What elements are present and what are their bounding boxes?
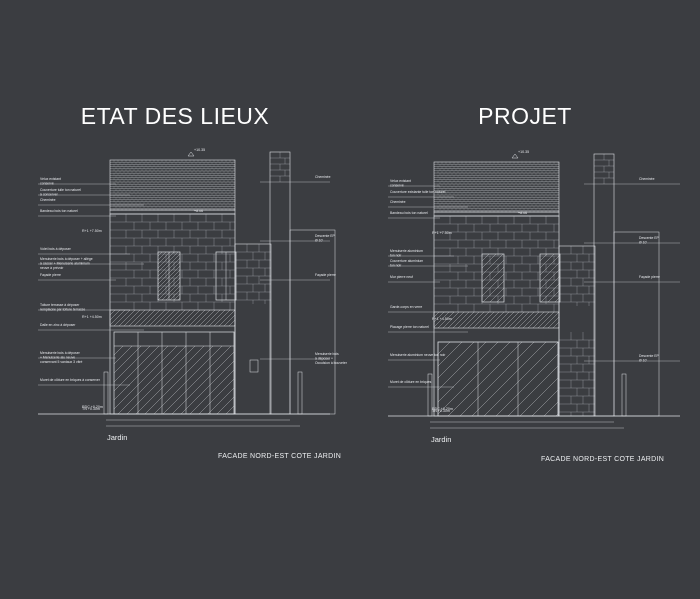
level-label: R+1 +7.50m [432,231,452,235]
annotation-text: Couverture existante tuile ton naturel [390,190,446,194]
annotation-text: Menuiserie bois à déposer [40,351,81,355]
annotation-text: Descente EP [639,236,660,240]
annotation-text: Toiture terrasse à déposer [40,303,80,307]
level-marker-icon [511,153,519,159]
annotation-text: Muret de clôture en briques [390,380,432,384]
existing-caption: FACADE NORD-EST COTE JARDIN [218,453,342,460]
annotation-text: Cheminée [40,198,56,202]
annotation-text: Cheminée [639,177,655,181]
annotation-text: ton noir [390,263,402,267]
annotation-text: neuve à prévoir [40,266,64,270]
annotation-text: à conserver [40,192,59,196]
annotation-text: Menuiserie aluminium [390,249,423,253]
annotation-text: Mur pierre neuf [390,275,413,279]
garden-wall-left [103,371,109,415]
level-label: R+1 +7.50m [82,229,102,233]
annotation-text: Menuiserie aluminium neuve ton noir [390,353,446,357]
garden-wall-right [297,371,303,415]
annotation-text: Velux existant [390,179,411,183]
upper-window-right [539,253,561,303]
annotation-text: Ø 10' [315,238,323,242]
level-label: +8.06 [518,211,527,215]
existing-title: ETAT DES LIEUX [80,103,270,129]
annotation-text: à casser + Menuiserie aluminium [40,261,90,265]
annotation-text: remplacée par toiture terrasse [40,307,85,311]
roof-outline [433,161,560,213]
annotation-text: Dalle en zinc à déposer [40,323,76,327]
annotation-text: conservé [390,183,404,187]
annotation-text: Façade pierre [639,275,660,279]
existing-garden-label: Jardin [107,433,128,442]
annotation-text: Cheminée [315,175,331,179]
terrace-hatch [433,311,560,329]
terrace-band [109,309,236,327]
annotation-text: Velux existant [40,177,61,181]
annotation-text: Garde-corps en verre [390,305,422,309]
annotation-text: Menuiserie bois à déposer + allège [40,257,93,261]
annotation-text: Menuiserie bois [315,352,339,356]
level-label: RDC +0.20m [432,407,453,411]
level-label: +10.35 [518,150,529,154]
glazing-hatch [481,253,505,303]
annotation-text: conservé [40,181,54,185]
level-label: TN +0.30m [432,409,450,413]
glazing-hatch [113,345,235,415]
project-garden-label: Jardin [431,435,452,444]
annotation-text: ton noir [390,253,402,257]
project-title: PROJET [478,103,572,129]
annotation-text: Cheminée [390,200,406,204]
level-label: R+1 +4.50m [432,317,452,321]
annotation-text: Ø 10' [639,358,647,362]
project-caption: FACADE NORD-EST COTE JARDIN [541,456,665,463]
annotation-text: Occulsion à bouveter [315,361,348,365]
glazing-hatch [437,341,559,417]
level-label: RDC +0.20m [82,405,103,409]
annotation-text: Façade pierre [315,273,336,277]
annotation-text: Volet bois à déposer [40,247,72,251]
neighbour-wall [289,229,336,415]
small-window [249,359,259,373]
chimney [593,153,615,417]
annotation-text: Couverture tuile ton naturel [40,188,81,192]
stone-facade [109,213,236,415]
shutter-hatch [157,251,181,301]
level-label: TN +0.30m [82,407,100,411]
upper-window-left [481,253,505,303]
neighbour-wall [613,231,660,417]
annotation-text: Descente EP [315,234,336,238]
stone-facade [433,215,560,417]
ground-floor-glazing [437,341,559,417]
annotation-text: Ø 10' [639,240,647,244]
roof-outline [109,159,236,211]
terrace-hatch [109,309,236,327]
annotation-text: Muret de clôture en briques à conserver [40,378,101,382]
annotation-text: Couverture aluminium [390,259,423,263]
wood-band [109,209,236,215]
annotation-text: Descente EP [639,354,660,358]
annotation-text: Bandeau bois ton naturel [40,209,78,213]
level-label: +10.35 [194,148,205,152]
level-label: R+1 +4.50m [82,315,102,319]
wood-band [433,211,560,217]
level-marker-icon [187,151,195,157]
annotation-text: Façade pierre [40,273,61,277]
annotation-text: + Menuiserie alu neuve [40,355,75,359]
annotation-text: conservant 5 vantaux 3 vitré [40,360,83,364]
garden-wall-right [621,373,627,417]
glazing-hatch [539,253,561,303]
annotation-text: à déposer + [315,356,333,360]
annotation-text: Bandeau bois ton naturel [390,211,428,215]
terrace-band [433,311,560,329]
annotation-text: Placage pierre ton naturel [390,325,429,329]
chimney [269,151,291,415]
level-label: +8.06 [194,209,203,213]
